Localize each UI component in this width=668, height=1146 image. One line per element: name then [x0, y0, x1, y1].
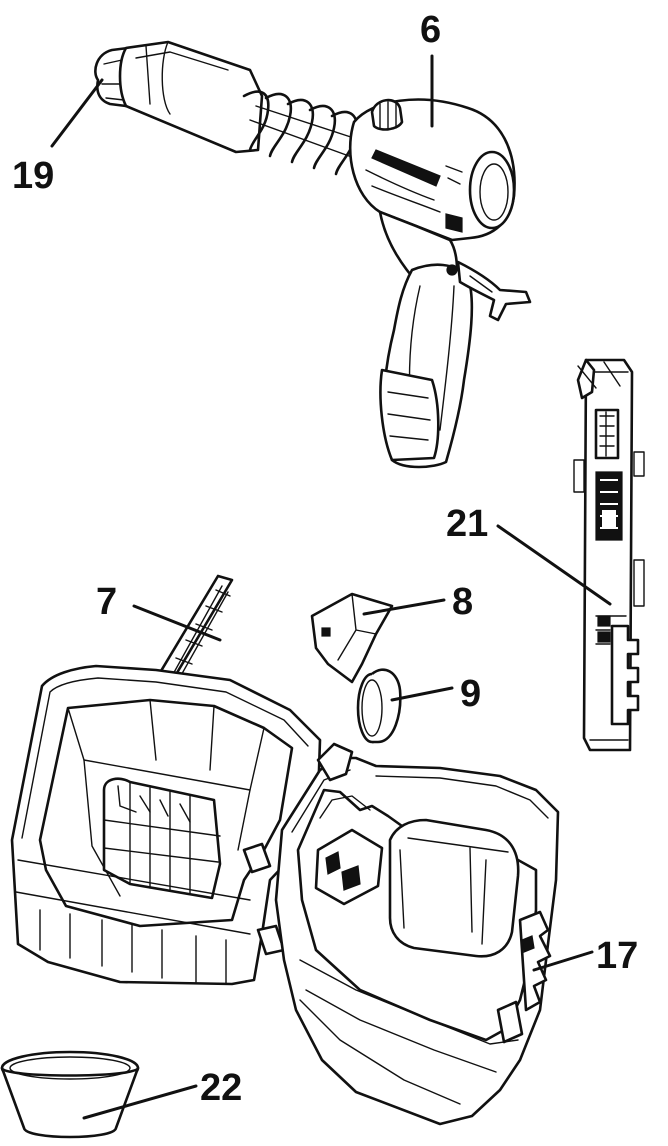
spray-gun [94, 40, 532, 469]
leader-9 [390, 686, 454, 702]
callout-6: 6 [420, 9, 441, 51]
callout-22: 22 [200, 1067, 242, 1109]
callout-labels: 6 19 21 7 8 9 17 22 [12, 9, 638, 1109]
leader-7 [132, 604, 222, 642]
leader-22 [82, 1084, 198, 1120]
carry-case [10, 664, 560, 1126]
part-9-filter-disc [356, 668, 402, 744]
leader-8 [362, 598, 446, 616]
leader-21 [496, 524, 612, 606]
part-21-strainer [573, 358, 645, 752]
callout-8: 8 [452, 581, 473, 623]
part-8-filter-holder [310, 592, 394, 684]
leader-lines [50, 54, 612, 1120]
callout-19: 19 [12, 155, 54, 197]
callout-7: 7 [96, 581, 117, 623]
part-22-cup [0, 1050, 140, 1139]
callout-9: 9 [460, 673, 481, 715]
leader-19 [50, 78, 104, 148]
callout-17: 17 [596, 935, 638, 977]
callout-21: 21 [446, 503, 488, 545]
leader-17 [532, 950, 594, 972]
